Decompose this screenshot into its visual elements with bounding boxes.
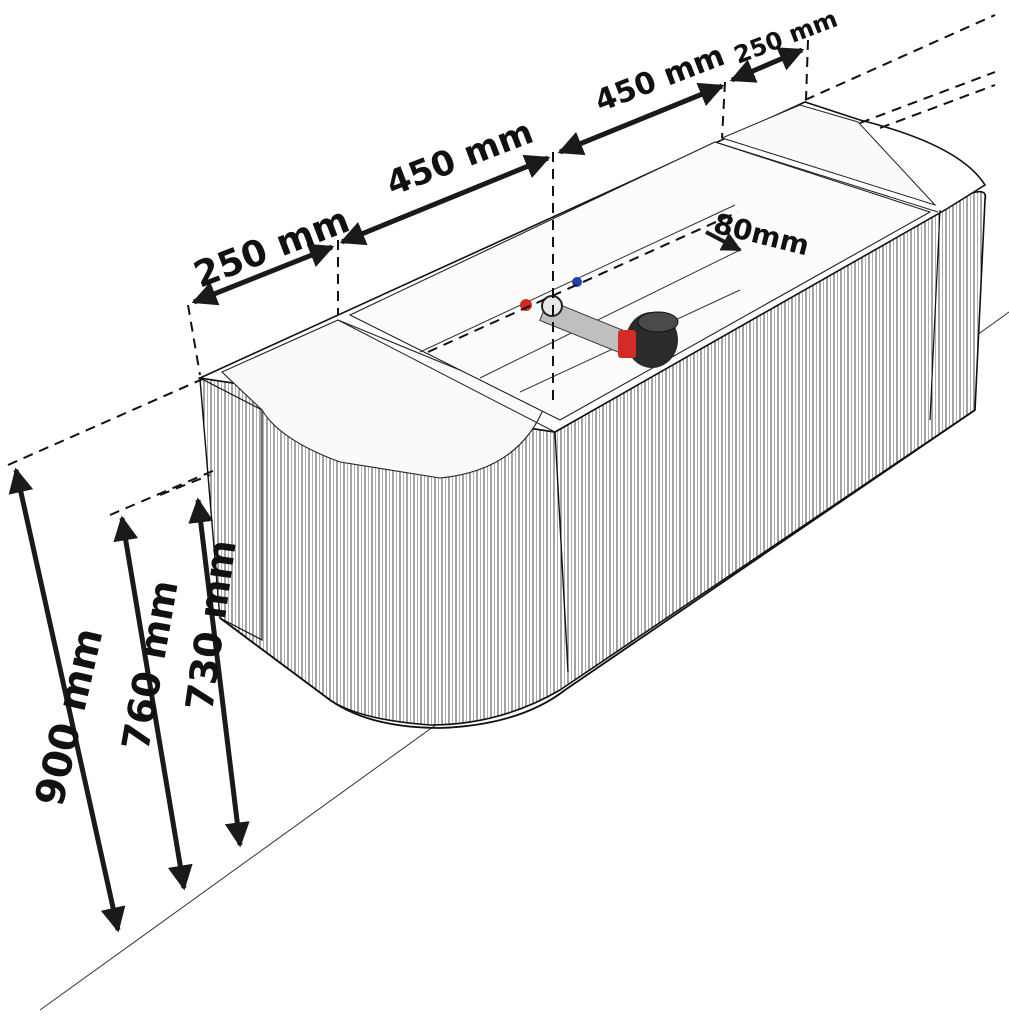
- center-drawer-interior: [348, 141, 932, 421]
- drain-red-coupling: [618, 330, 636, 358]
- right-drawer-interior: [720, 104, 937, 207]
- drain-trap-top: [637, 311, 679, 333]
- fluted-front-panel: [199, 190, 987, 726]
- top-dimension-arrows: [191, 47, 805, 306]
- left-drawer-interior: [221, 319, 546, 479]
- dim-label-left-center: 450 mm: [381, 112, 539, 204]
- height-dimension-arrows: [8, 467, 250, 933]
- dim-label-total-height: 900 mm: [27, 624, 112, 810]
- cold-water-marker: [572, 277, 582, 287]
- cabinet-body: [197, 101, 987, 729]
- extension-lines: [7, 14, 996, 516]
- dim-label-right-center: 450 mm: [590, 38, 729, 119]
- drain-assembly: [520, 277, 679, 368]
- cabinet-base-edge: [219, 409, 976, 729]
- dim-label-top-edge-height: 760 mm: [114, 577, 187, 754]
- dim-label-right-end: 250 mm: [730, 5, 841, 70]
